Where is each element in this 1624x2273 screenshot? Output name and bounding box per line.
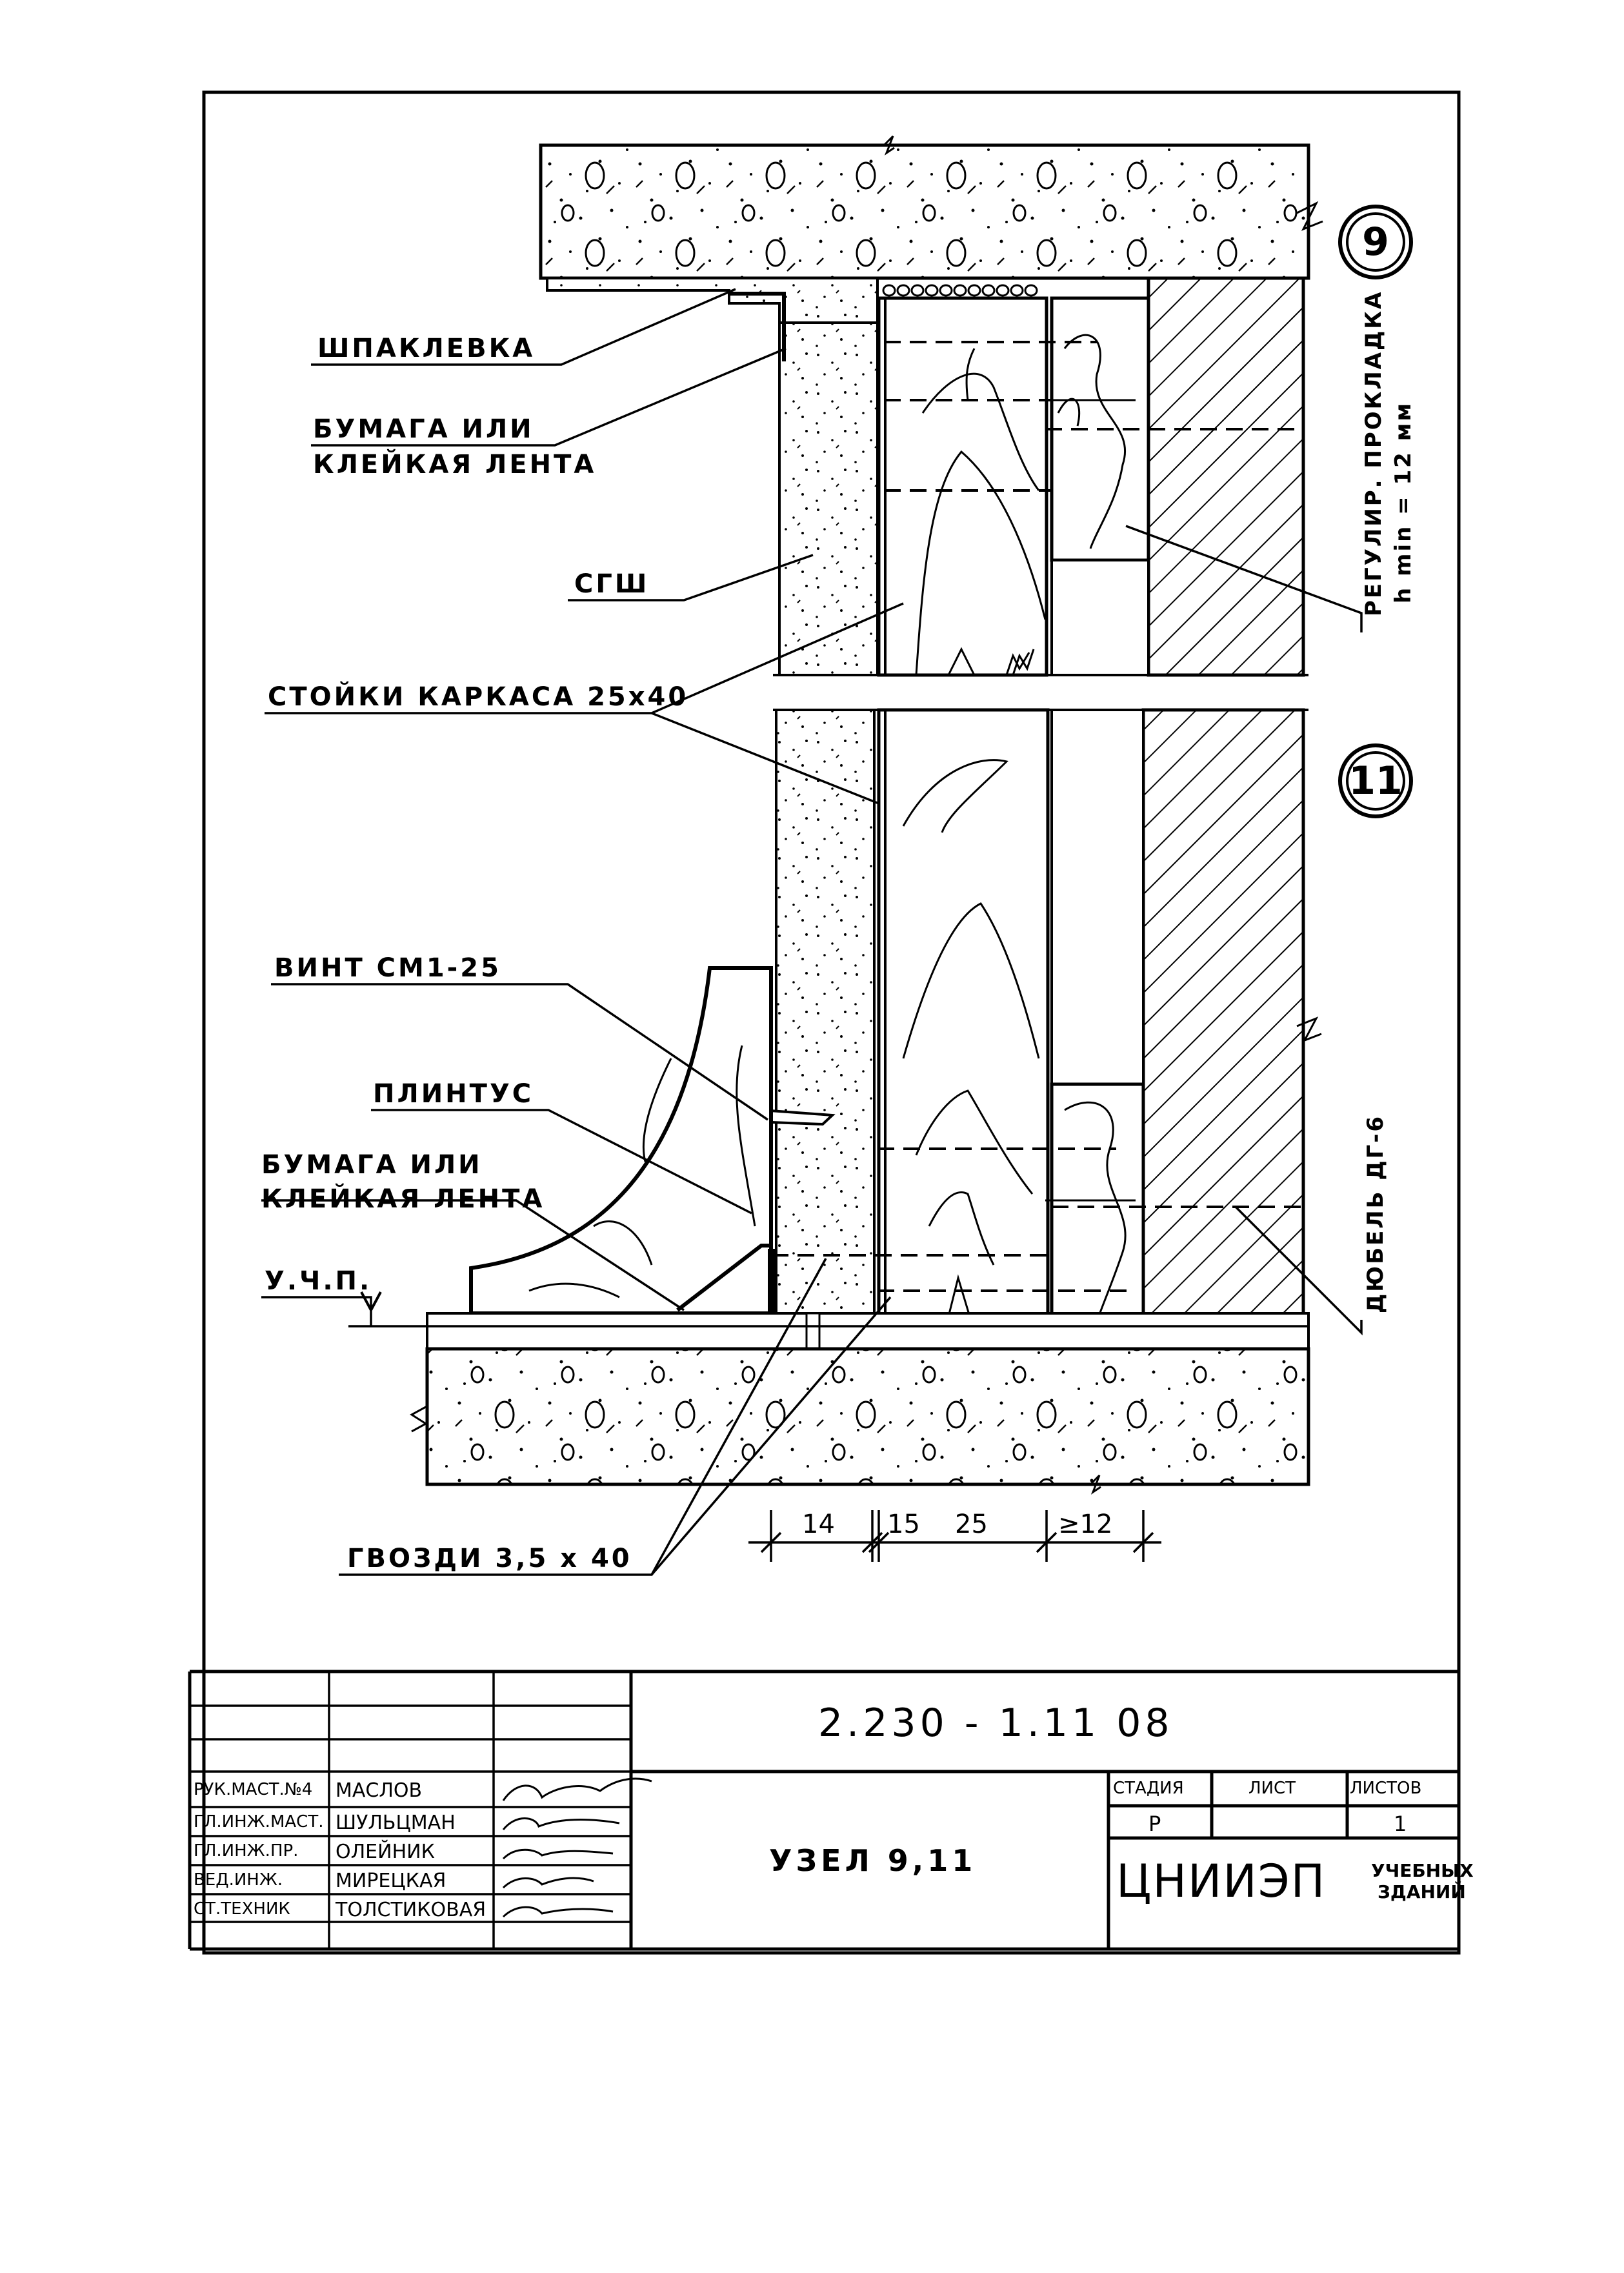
handwritten-signatures: [502, 1777, 652, 1918]
signer-role-5: СТ.ТЕХНИК: [194, 1899, 290, 1919]
dimension-line: [748, 1510, 1161, 1562]
label-regulating-spacer-2: h min = 12 мм: [1390, 401, 1416, 603]
sheets-header: ЛИСТОВ: [1350, 1779, 1422, 1798]
organization-line-2: ЗДАНИЙ: [1378, 1881, 1466, 1903]
brick-wall-upper: [1147, 276, 1305, 677]
label-frame-studs: СТОЙКИ КАРКАСА 25х40: [268, 682, 689, 712]
dimension-12: ≥12: [1058, 1510, 1113, 1539]
drawing-title: УЗЕЛ 9,11: [769, 1843, 977, 1878]
slab-break-mark: [1296, 201, 1323, 231]
stage-header: СТАДИЯ: [1113, 1779, 1184, 1798]
label-regulating-spacer-1: РЕГУЛИР. ПРОКЛАДКА: [1361, 290, 1387, 616]
signer-name-4: МИРЕЦКАЯ: [336, 1870, 446, 1892]
nails-lower: [772, 1147, 1303, 1292]
title-block-grid: [188, 1670, 1459, 1951]
signature-table-grid: [190, 1672, 631, 1949]
signer-role-3: ГЛ.ИНЖ.ПР.: [194, 1841, 299, 1861]
label-plinth: ПЛИНТУС: [373, 1079, 534, 1109]
label-nails: ГВОЗДИ 3,5 х 40: [347, 1544, 632, 1573]
organization-line-1: УЧЕБНЫХ: [1371, 1860, 1474, 1881]
floor-finish-layer: [426, 1312, 1310, 1350]
nails-upper: [884, 341, 1303, 492]
dimension-15: 15: [887, 1510, 920, 1539]
timber-stud-lower: [877, 708, 1050, 1351]
floor-level-mark: [360, 1291, 382, 1313]
label-paper-or-tape-upper-1: БУМАГА ИЛИ: [313, 414, 534, 444]
gypsum-board-lower: [775, 709, 876, 1331]
organization-logo: ЦНИИЭП: [1116, 1855, 1327, 1908]
node-11-marker: [1338, 743, 1413, 818]
signer-name-1: МАСЛОВ: [336, 1779, 423, 1802]
label-screw: ВИНТ СМ1-25: [274, 953, 501, 983]
node-9-marker: [1338, 205, 1413, 279]
skirting-board: [469, 966, 773, 1315]
sheet-frame: [202, 90, 1461, 1955]
label-paper-or-tape-upper-2: КЛЕЙКАЯ ЛЕНТА: [313, 450, 597, 480]
sheet-header: ЛИСТ: [1248, 1779, 1296, 1798]
label-sgsh: СГШ: [574, 569, 650, 599]
regulating-spacer-lower: [1050, 709, 1145, 1086]
signer-name-3: ОЛЕЙНИК: [336, 1841, 435, 1863]
sheets-value: 1: [1394, 1812, 1407, 1836]
label-paper-or-tape-lower-2: КЛЕЙКАЯ ЛЕНТА: [261, 1184, 545, 1214]
brick-wall-lower: [1141, 708, 1305, 1364]
label-paper-or-tape-lower-1: БУМАГА ИЛИ: [261, 1150, 483, 1180]
floor-slab: [425, 1347, 1310, 1486]
node-11-number: 11: [1348, 758, 1403, 803]
signer-name-5: ТОЛСТИКОВАЯ: [336, 1899, 486, 1921]
label-shpaklevka: ШПАКЛЕВКА: [317, 334, 536, 363]
label-floor-level: У.Ч.П.: [265, 1266, 372, 1296]
top-bead-row: [882, 284, 1038, 297]
dimension-14: 14: [802, 1510, 835, 1539]
ceiling-slab: [539, 143, 1310, 280]
signer-name-2: ШУЛЬЦМАН: [336, 1812, 456, 1834]
timber-stud-upper: [877, 296, 1048, 677]
dimension-25: 25: [955, 1510, 988, 1539]
drawing-code: 2.230 - 1.11 08: [818, 1701, 1174, 1746]
stage-value: Р: [1148, 1812, 1161, 1836]
putty-corner: [546, 277, 879, 324]
node-9-number: 9: [1362, 219, 1389, 265]
label-dowel: ДЮБЕЛЬ ДГ-6: [1363, 1114, 1388, 1313]
signer-role-4: ВЕД.ИНЖ.: [194, 1870, 283, 1890]
signer-role-1: РУК.МАСТ.№4: [194, 1780, 313, 1799]
signer-role-2: ГЛ.ИНЖ.МАСТ.: [194, 1812, 324, 1832]
leader-lines: [261, 288, 1363, 1576]
